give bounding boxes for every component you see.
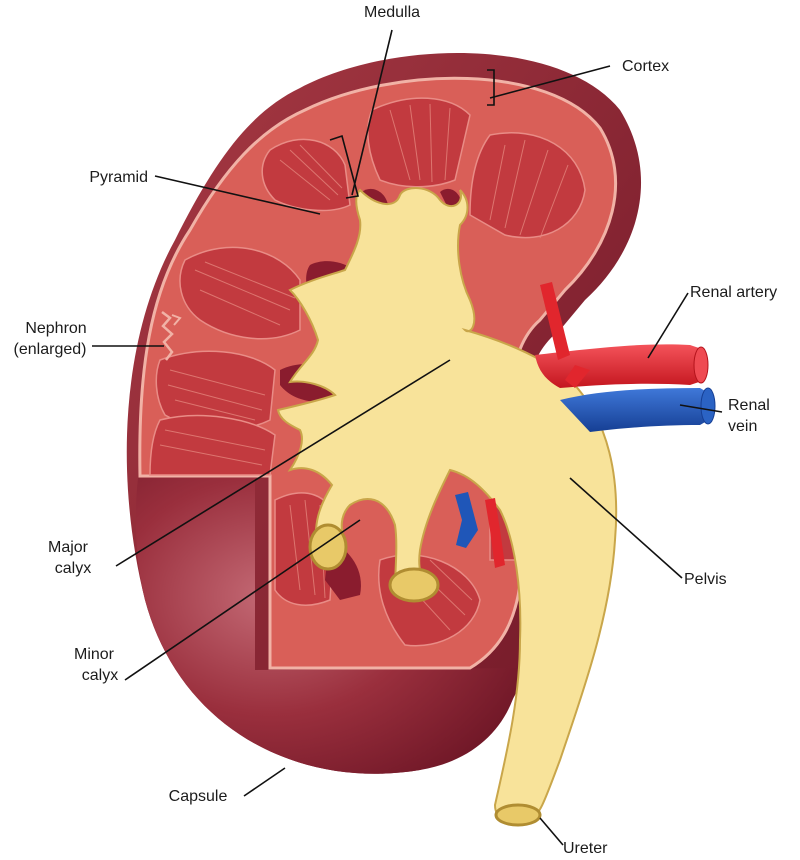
label-nephron: Nephron [25, 320, 86, 337]
label-renal-vein: Renal [728, 397, 770, 414]
minor-calyx-opening [388, 567, 440, 603]
label-nephron-sub: (enlarged) [14, 341, 87, 358]
label-medulla: Medulla [364, 4, 420, 21]
artery-branch [485, 498, 505, 568]
vein-branch [455, 492, 478, 548]
label-capsule: Capsule [169, 788, 228, 805]
label-major-calyx: Major [48, 539, 89, 556]
ureter-opening [494, 803, 542, 827]
label-minor-calyx-sub: calyx [82, 667, 118, 684]
label-minor-calyx: Minor [74, 646, 115, 663]
pelvis-and-calyces [276, 187, 618, 825]
leader-lines [92, 29, 723, 846]
renal-vessels [455, 282, 716, 568]
pyramid [469, 132, 586, 239]
minor-calyx-opening [308, 523, 348, 571]
label-ureter: Ureter [563, 840, 608, 857]
label-pelvis: Pelvis [684, 571, 727, 588]
capsule-lower-surface [135, 478, 520, 774]
nephron-icon [161, 311, 174, 361]
artery-branch [540, 282, 570, 360]
pyramid [179, 246, 301, 340]
label-renal-artery: Renal artery [690, 284, 777, 301]
label-major-calyx-sub: calyx [55, 560, 91, 577]
renal-vein [560, 388, 712, 432]
label-cortex: Cortex [622, 58, 669, 75]
pyramid [261, 138, 351, 212]
label-pyramid: Pyramid [89, 169, 148, 186]
artery-branch [565, 365, 590, 388]
pyramid [149, 414, 276, 476]
label-renal-vein-sub: vein [728, 418, 757, 435]
